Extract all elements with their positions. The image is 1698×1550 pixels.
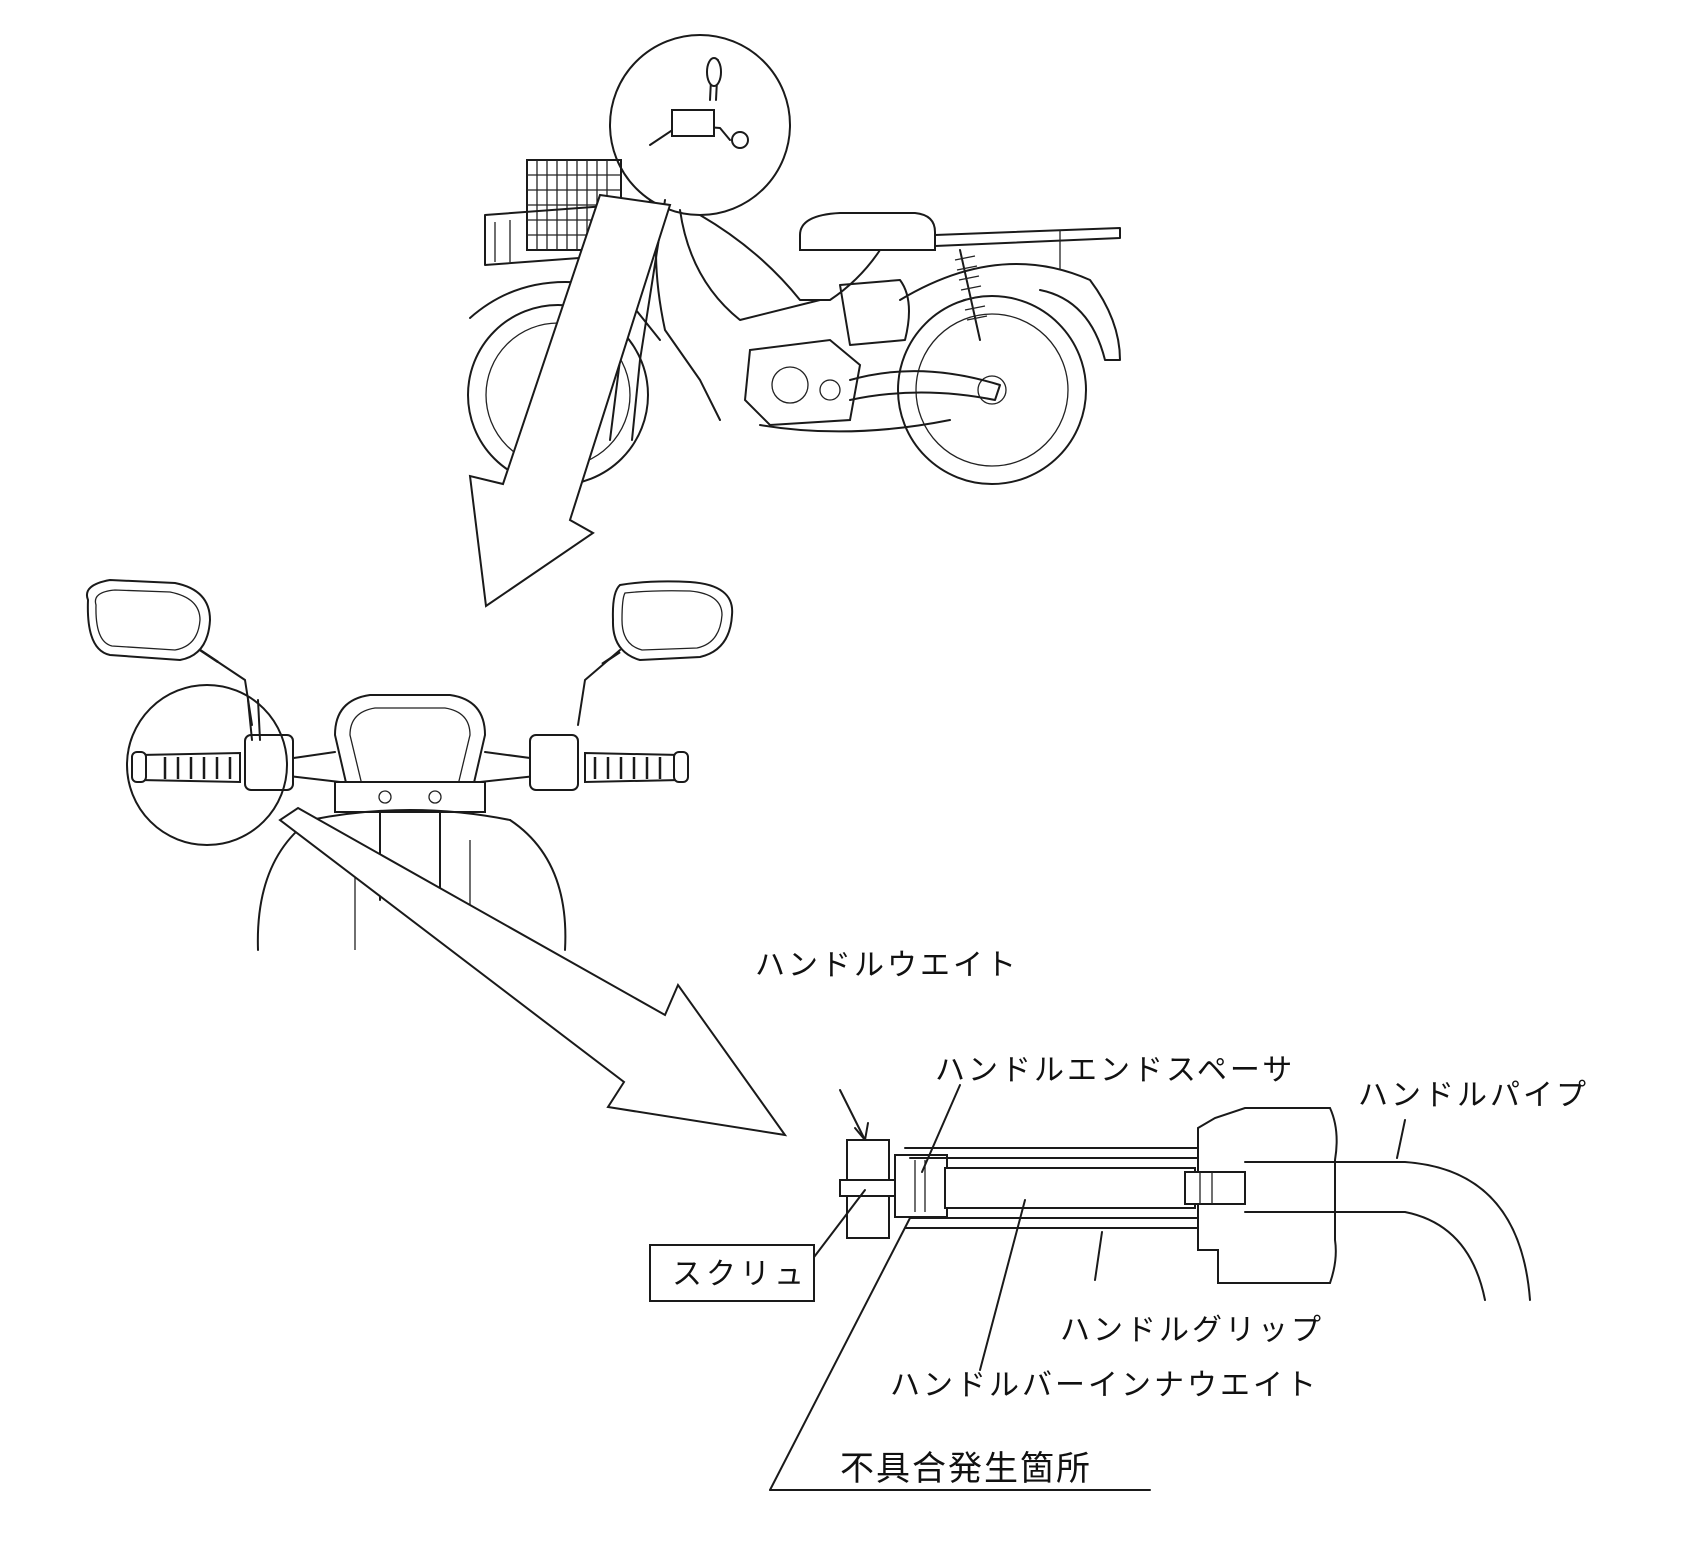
handle-cross-section (839, 1107, 1531, 1301)
leader-lines (769, 1084, 1406, 1491)
label-handle-weight: ハンドルウエイト (755, 948, 1019, 983)
label-handle-pipe: ハンドルパイプ (1358, 1078, 1589, 1113)
end-spacer-part (894, 1154, 948, 1218)
label-defect-location: 不具合発生箇所 (840, 1449, 1092, 1489)
motorcycle-side-view (467, 34, 1121, 486)
zoom-arrow-2 (278, 806, 788, 1137)
screw-label-box (649, 1244, 815, 1302)
label-handlebar-inner-weight: ハンドルバーインナウエイト (890, 1368, 1319, 1403)
label-handle-end-spacer: ハンドルエンドスペーサ (935, 1053, 1295, 1088)
label-handle-grip: ハンドルグリップ (1060, 1313, 1324, 1348)
label-screw: スクリュ (672, 1257, 808, 1292)
handlebar-front-view (86, 578, 734, 951)
zoom-arrow-1 (468, 193, 672, 608)
